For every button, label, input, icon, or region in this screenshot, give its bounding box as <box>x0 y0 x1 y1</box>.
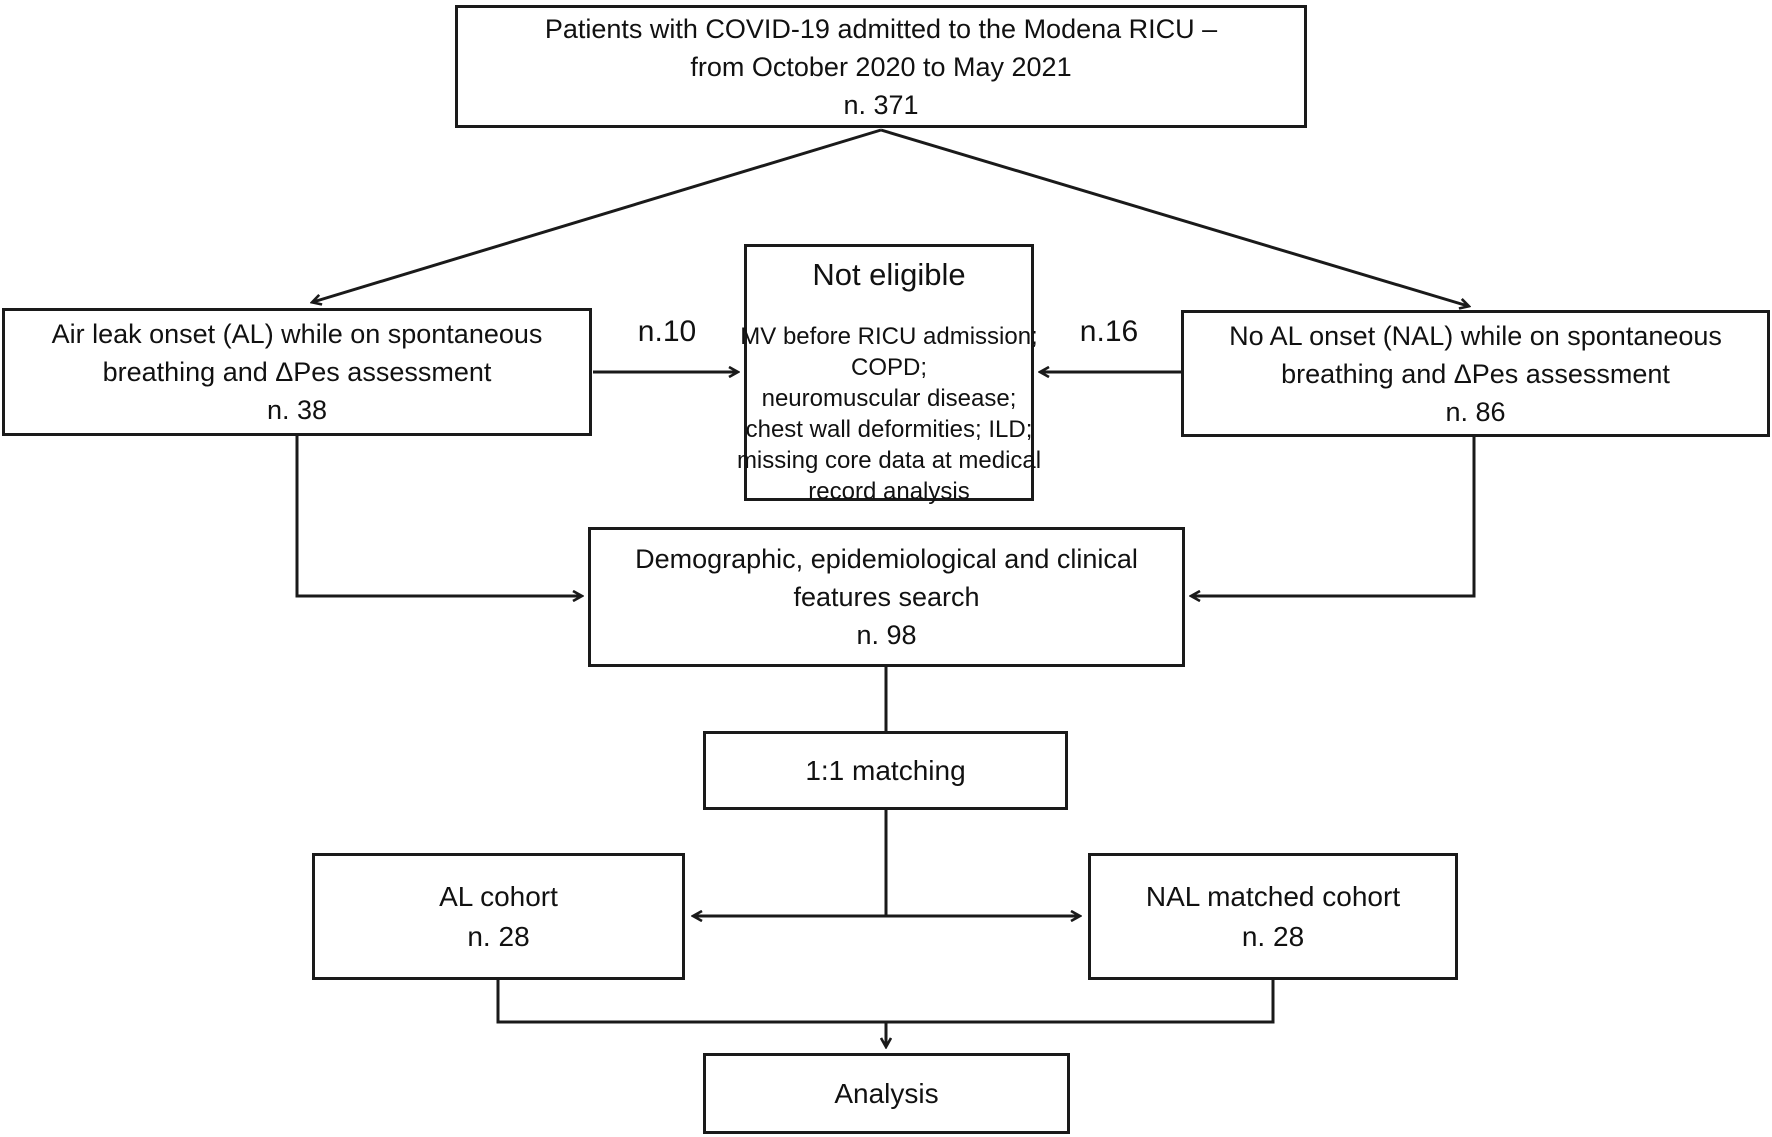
box-text-line: features search <box>793 582 980 612</box>
box-al-cohort: AL cohort n. 28 <box>312 853 685 980</box>
box-analysis: Analysis <box>703 1053 1070 1134</box>
box-text-line: Patients with COVID-19 admitted to the M… <box>544 13 1218 44</box>
box-air-leak-onset: Air leak onset (AL) while on spontaneous… <box>2 308 592 436</box>
box-text-line: n. 98 <box>856 620 917 650</box>
box-matching: 1:1 matching <box>703 731 1068 810</box>
box-text-line: MV before RICU admission; <box>740 323 1038 350</box>
label-n10-excluded: n.10 <box>637 315 697 348</box>
box-text-line: Demographic, epidemiological and clinica… <box>635 544 1138 574</box>
box-nal-matched-cohort: NAL matched cohort n. 28 <box>1088 853 1458 980</box>
box-no-al-onset: No AL onset (NAL) while on spontaneous b… <box>1181 310 1770 437</box>
box-not-eligible: Not eligible MV before RICU admission; C… <box>737 244 1041 505</box>
box-text-line: n. 28 <box>1241 920 1305 952</box>
box-text-line: n. 86 <box>1445 396 1506 427</box>
box-text-line: No AL onset (NAL) while on spontaneous <box>1229 320 1722 351</box>
box-text-line: record analysis <box>808 478 970 505</box>
box-text-line: n. 38 <box>266 395 328 425</box>
arrow-al-to-demographic <box>295 436 581 596</box>
box-text-line: neuromuscular disease; <box>761 385 1017 412</box>
box-text-line: AL cohort <box>439 880 558 912</box>
label-n16-excluded: n.16 <box>1079 315 1139 348</box>
box-text-line: chest wall deformities; ILD; <box>745 416 1033 443</box>
box-text-line: 1:1 matching <box>805 754 966 786</box>
box-patients-admitted: Patients with COVID-19 admitted to the M… <box>455 5 1307 128</box>
box-demographic-search: Demographic, epidemiological and clinica… <box>588 527 1185 667</box>
line-cohorts-join <box>496 980 1275 1024</box>
arrow-top-to-al <box>313 128 882 302</box>
box-text-line: NAL matched cohort <box>1145 880 1401 912</box>
box-text-line: n. 371 <box>843 89 919 120</box>
box-text-line: n. 28 <box>467 920 530 952</box>
arrow-nal-to-demographic <box>1192 437 1476 596</box>
not-eligible-title: Not eligible <box>812 257 966 292</box>
arrow-top-to-nal <box>880 128 1468 306</box>
box-text-line: Air leak onset (AL) while on spontaneous <box>51 319 543 349</box>
box-text-line: COPD; <box>850 354 927 381</box>
box-text-line: breathing and ΔPes assessment <box>102 357 492 387</box>
box-text-line: from October 2020 to May 2021 <box>690 51 1072 82</box>
box-text-line: Analysis <box>834 1077 939 1109</box>
box-text-line: breathing and ΔPes assessment <box>1281 358 1670 389</box>
box-text-line: missing core data at medical <box>736 447 1042 474</box>
